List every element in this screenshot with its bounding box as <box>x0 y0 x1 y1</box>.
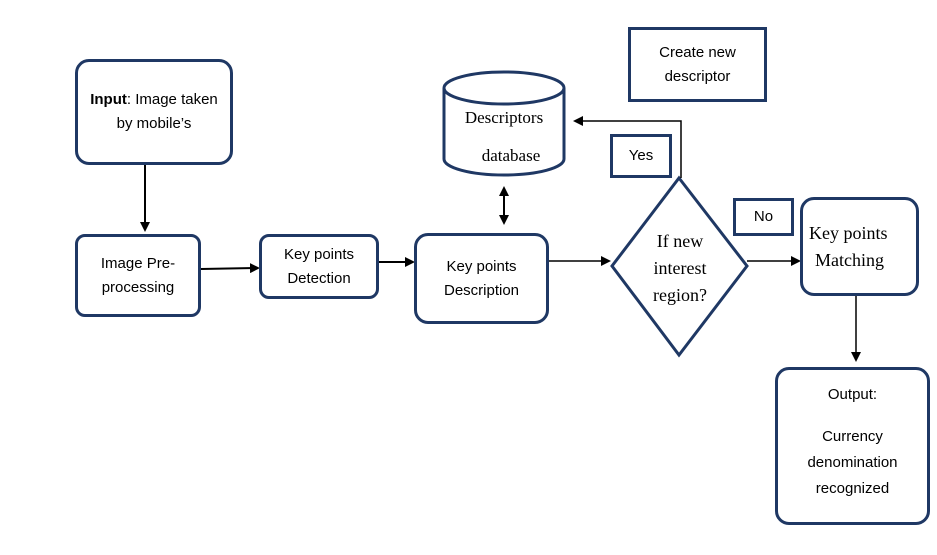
create-line1: Create new <box>659 43 736 61</box>
detection-node: Key points Detection <box>259 234 379 299</box>
no-label-box: No <box>733 198 794 236</box>
output-line3: recognized <box>815 480 890 497</box>
arrow-preprocess-to-detection <box>200 263 260 274</box>
decision-line3: region? <box>653 285 707 305</box>
database-label-line2: database <box>481 146 541 165</box>
create-descriptor-node: Create new descriptor <box>628 27 767 102</box>
decision-diamond <box>610 175 749 358</box>
decision-text: If new interest region? <box>630 228 730 309</box>
output-title: Output: <box>827 386 878 403</box>
description-line2: Description <box>443 281 520 299</box>
description-node: Key points Description <box>414 233 549 324</box>
matching-line1: Key points <box>809 222 888 243</box>
preprocess-line1: Image Pre- <box>100 254 176 272</box>
decision-line2: interest <box>653 258 707 278</box>
yes-label-box: Yes <box>610 134 672 178</box>
description-line1: Key points <box>446 257 517 275</box>
database-cylinder <box>442 70 566 177</box>
matching-line2: Matching <box>815 249 884 270</box>
create-line2: descriptor <box>664 67 731 85</box>
detection-line2: Detection <box>287 269 351 287</box>
decision-line1: If new <box>656 231 704 251</box>
database-label-line1: Descriptors <box>464 108 544 127</box>
output-node: Output: Currency denomination recognized <box>775 367 930 525</box>
arrow-decision-yes-to-database <box>573 116 682 178</box>
preprocess-line2: processing <box>101 278 175 296</box>
input-bold-label: Input <box>90 91 127 108</box>
input-node: Input: Image taken by mobile’s <box>75 59 233 165</box>
detection-line1: Key points <box>283 245 355 263</box>
matching-node: Key points Matching <box>800 197 919 296</box>
output-line1: Currency <box>822 428 883 445</box>
yes-label: Yes <box>628 147 654 164</box>
no-label: No <box>753 208 774 225</box>
input-text: : Image taken by mobile’s <box>116 91 218 132</box>
output-line2: denomination <box>807 454 898 471</box>
preprocess-node: Image Pre- processing <box>75 234 201 317</box>
